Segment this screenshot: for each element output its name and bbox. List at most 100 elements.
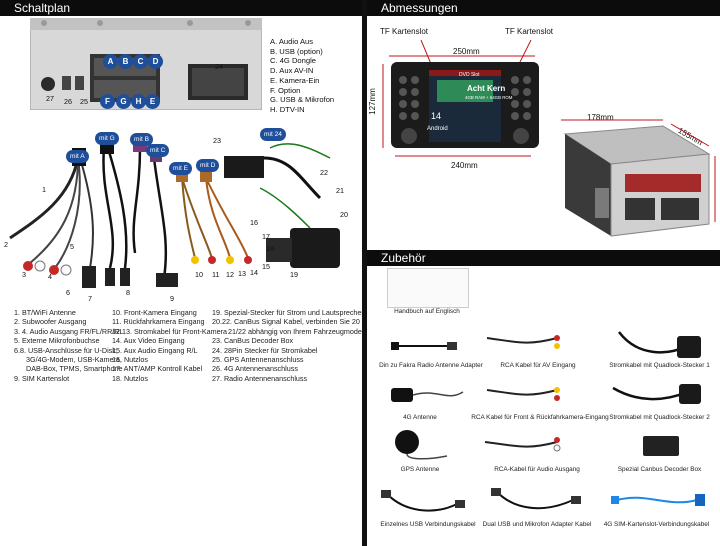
accessory-label: RCA-Kabel für Audio Ausgang: [494, 466, 580, 473]
connector-legend-item: F. Option: [270, 85, 301, 95]
cable-number: 1: [42, 185, 46, 194]
accessory-row-3-images: [395, 430, 679, 460]
accessory-label: 4G SIM-Kartenslot-Verbindungskabel: [603, 521, 710, 528]
legend-column-3: 19. Spezial-Stecker für Strom und Lautsp…: [212, 308, 371, 383]
screen-specs-label: 4GB RAM + 64GB ROM: [465, 95, 513, 100]
connector-badge-b: B: [118, 54, 133, 69]
cable-number: 6: [66, 288, 70, 297]
legend-item: 19. Spezial-Stecker für Strom und Lautsp…: [212, 308, 368, 317]
badge-mit-d: mit D: [196, 159, 220, 172]
accessory-label: Stromkabel mit Quadlock-Stecker 2: [609, 414, 710, 421]
cable-number: 2: [4, 240, 8, 249]
cable-number: 15: [262, 262, 270, 271]
connector-badge-e: E: [145, 94, 160, 109]
unit-side-view-illustration: [561, 119, 716, 237]
legend-item: 3G/4G-Modem, USB-Kamera,: [26, 355, 122, 365]
badge-mit-c: mit C: [146, 144, 170, 157]
connector-legend-item: G. USB & Mikrofon: [270, 95, 335, 105]
width-240-label: 240mm: [451, 161, 478, 170]
cable-number: 7: [88, 294, 92, 303]
badge-mit-a: mit A: [66, 150, 89, 163]
accessory-label: RCA Kabel für AV Eingang: [500, 362, 576, 369]
manual-image: [387, 268, 469, 308]
legend-item: 1. BT/WiFi Antenne: [14, 308, 76, 317]
port-24-label: 24: [215, 62, 223, 71]
accessory-label: GPS Antenne: [400, 466, 440, 473]
legend-item: 11. Rückfahrkamera Eingang: [112, 317, 205, 327]
width-250-label: 250mm: [453, 47, 480, 56]
panel-divider: [362, 0, 367, 546]
legend-item: 27. Radio Antennenanschluss: [212, 373, 308, 383]
accessory-row-2-images: [391, 384, 701, 404]
cable-number: 20: [340, 210, 348, 219]
badge-mit-e: mit E: [169, 162, 193, 175]
legend-item: DAB-Box, TPMS, Smartphone: [26, 364, 123, 374]
connector-badge-g: G: [116, 94, 131, 109]
legend-item: 10. Front-Kamera Eingang: [112, 308, 197, 317]
connector-legend-item: A. Audio Aus: [270, 37, 314, 46]
legend-column-2: 10. Front-Kamera Eingang 11. Rückfahrkam…: [112, 308, 227, 383]
badge-mit-b: mit B: [130, 133, 154, 146]
accessory-label: Stromkabel mit Quadlock-Stecker 1: [609, 362, 710, 369]
accessory-label: Din zu Fakra Radio Antenne Adapter: [379, 362, 483, 369]
accessory-row-1-images: [391, 331, 701, 358]
depth-178-label: 178mm: [587, 113, 614, 122]
tf-slot-label-right: TF Kartenslot: [505, 27, 554, 36]
schaltplan-header: Schaltplan: [0, 0, 362, 16]
height-127-label: 127mm: [367, 88, 377, 115]
abmessungen-header: Abmessungen: [367, 0, 720, 16]
legend-item: 21/22 abhängig von Ihrem Fahrzeugmodell: [228, 326, 366, 336]
connector-badge-h: H: [131, 94, 146, 109]
badge-mit-24: mit 24: [260, 128, 286, 141]
legend-item: 6.8. USB-Anschlüsse für U-Disk,: [14, 345, 118, 355]
legend-item: 14. Aux Video Eingang: [112, 336, 185, 346]
legend-item: 12.13. Stromkabel für Front-Kamera: [112, 326, 228, 336]
cable-number: 12: [226, 270, 234, 279]
port-26-label: 26: [64, 97, 72, 106]
cable-number: 18: [266, 244, 274, 253]
legend-item: 5. Externe Mikrofonbuchse: [14, 336, 100, 346]
accessory-label: Einzelnes USB Verbindungskabel: [380, 521, 476, 528]
connector-legend-item: C. 4G Dongle: [270, 56, 317, 66]
connector-legend-item: H. DTV-IN: [270, 104, 305, 114]
accessory-label: RCA Kabel für Front & Rückfahrkamera-Ein…: [471, 414, 609, 421]
right-panel: Abmessungen TF Kartenslot TF Kartenslot …: [367, 0, 720, 546]
accessory-label: Dual USB und Mikrofon Adapter Kabel: [482, 521, 592, 528]
connector-badge-f: F: [100, 94, 115, 109]
cable-number: 22: [320, 168, 328, 177]
accessory-label: Spezial Canbus Decoder Box: [617, 466, 702, 473]
cable-number: 10: [195, 270, 203, 279]
android-label: Android: [427, 126, 448, 132]
connector-legend-item: E. Kamera-Ein: [270, 75, 320, 85]
cable-number: 5: [70, 242, 74, 251]
cable-number: 11: [212, 270, 220, 279]
legend-item: 20.22. CanBus Signal Kabel, verbinden Si…: [212, 317, 372, 327]
legend-item: 24. 28Pin Stecker für Stromkabel: [212, 345, 318, 355]
tf-slot-label-left: TF Kartenslot: [380, 27, 429, 36]
cable-number: 21: [336, 186, 344, 195]
legend-item: 25. GPS Antennenanschluss: [212, 355, 304, 365]
cable-number: 17: [262, 232, 270, 241]
cable-number: 16: [250, 218, 258, 227]
connector-badge-d: D: [148, 54, 163, 69]
cable-harness-illustration: [9, 138, 340, 288]
cable-number: 8: [126, 288, 130, 297]
connector-badge-a: A: [103, 54, 118, 69]
connector-legend: A. Audio Aus B. USB (option) C. 4G Dongl…: [270, 37, 334, 115]
badge-mit-g: mit G: [95, 132, 119, 145]
legend-item: 26. 4G Antennenanschluss: [212, 364, 298, 374]
connector-legend-item: D. Aux AV-IN: [270, 66, 314, 76]
android-version: 14: [431, 111, 442, 121]
legend-item: 23. CanBus Decoder Box: [212, 336, 294, 346]
legend-item: 3. 4. Audio Ausgang FR/FL/RR/RL: [14, 326, 124, 336]
schaltplan-panel: Schaltplan A B C D F G H E 27 26 25 24 A…: [0, 0, 372, 383]
cable-number: 14: [250, 268, 258, 277]
legend-item: 15. Aux Audio Eingang R/L: [112, 345, 198, 355]
legend-item: 9. SIM Kartenslot: [14, 373, 70, 383]
cable-number: 4: [48, 272, 52, 281]
legend-column-1: 1. BT/WiFi Antenne 2. Subwoofer Ausgang …: [14, 308, 123, 383]
port-25-label: 25: [80, 97, 88, 106]
connector-legend-item: B. USB (option): [270, 46, 323, 56]
legend-item: 17. ANT/AMP Kontroll Kabel: [112, 364, 203, 374]
front-unit-illustration: [382, 40, 539, 157]
